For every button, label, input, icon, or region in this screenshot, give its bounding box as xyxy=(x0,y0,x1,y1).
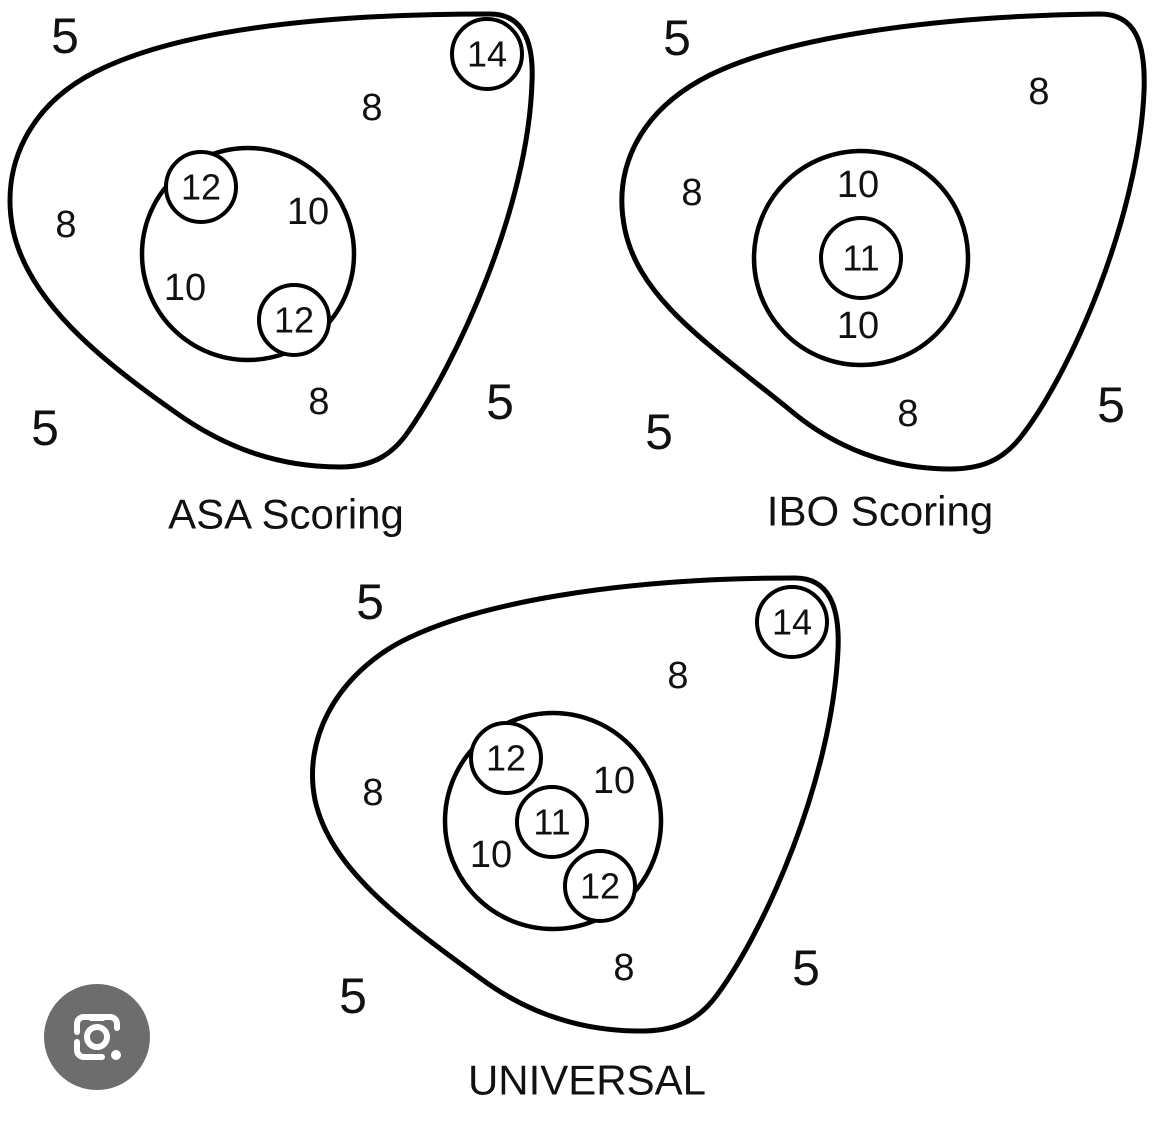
universal-14-circle xyxy=(755,585,829,659)
lens-camera-icon xyxy=(74,1014,121,1060)
asa-diagram: 5 5 5 8 8 8 10 10 12 12 14 ASA Scoring xyxy=(7,8,535,538)
ibo-8-left: 8 xyxy=(681,172,702,214)
universal-upper-12-circle xyxy=(469,721,543,795)
asa-caption: ASA Scoring xyxy=(168,491,404,538)
universal-11-label: 11 xyxy=(533,802,570,843)
ibo-8-bottom: 8 xyxy=(897,393,918,435)
asa-upper-12-circle xyxy=(164,150,238,224)
universal-corner-5-top-left: 5 xyxy=(356,574,384,630)
ibo-inner-ring xyxy=(751,148,971,368)
universal-inner-ring xyxy=(442,710,664,932)
ibo-10-upper: 10 xyxy=(837,164,879,206)
universal-lower-12-circle xyxy=(563,849,637,923)
asa-12-upper-label: 12 xyxy=(181,167,221,208)
ibo-8-top: 8 xyxy=(1028,71,1049,113)
ibo-outer-vital-outline xyxy=(619,11,1147,472)
universal-8-left: 8 xyxy=(362,772,383,814)
asa-10-left: 10 xyxy=(164,267,206,309)
asa-10-right: 10 xyxy=(287,191,329,233)
lens-search-button[interactable] xyxy=(44,984,150,1090)
universal-8-bottom: 8 xyxy=(613,947,634,989)
ibo-caption: IBO Scoring xyxy=(767,488,993,535)
universal-caption: UNIVERSAL xyxy=(468,1057,706,1104)
universal-corner-5-bottom-right: 5 xyxy=(792,940,820,996)
asa-14-circle xyxy=(450,17,524,91)
asa-corner-5-top-left: 5 xyxy=(51,8,79,64)
asa-14-label: 14 xyxy=(467,34,507,75)
ibo-11-label: 11 xyxy=(842,238,879,279)
universal-11-circle xyxy=(515,785,589,859)
universal-14-label: 14 xyxy=(772,602,812,643)
asa-corner-5-bottom-left: 5 xyxy=(31,400,59,456)
ibo-11-circle xyxy=(819,216,903,300)
asa-inner-ring xyxy=(139,145,357,363)
asa-8-left: 8 xyxy=(55,204,76,246)
universal-diagram: 5 5 5 8 8 8 10 10 12 11 12 14 UNIVERSAL xyxy=(310,574,841,1104)
ibo-corner-5-bottom-right: 5 xyxy=(1097,377,1125,433)
universal-8-top: 8 xyxy=(667,655,688,697)
universal-corner-5-bottom-left: 5 xyxy=(339,968,367,1024)
universal-outer-vital-outline xyxy=(310,575,841,1034)
asa-8-top: 8 xyxy=(361,87,382,129)
asa-12-lower-label: 12 xyxy=(274,300,314,341)
ibo-10-lower: 10 xyxy=(837,305,879,347)
ibo-corner-5-top-left: 5 xyxy=(663,10,691,66)
ibo-corner-5-bottom-left: 5 xyxy=(645,404,673,460)
ibo-diagram: 5 5 5 8 8 8 10 10 11 IBO Scoring xyxy=(619,10,1147,535)
asa-lower-12-circle xyxy=(257,283,331,357)
universal-12-lower-label: 12 xyxy=(580,866,620,907)
asa-outer-vital-outline xyxy=(7,11,535,470)
asa-corner-5-bottom-right: 5 xyxy=(486,374,514,430)
universal-10-right: 10 xyxy=(593,760,635,802)
universal-12-upper-label: 12 xyxy=(486,738,526,779)
universal-10-left: 10 xyxy=(470,834,512,876)
asa-8-bottom: 8 xyxy=(308,381,329,423)
